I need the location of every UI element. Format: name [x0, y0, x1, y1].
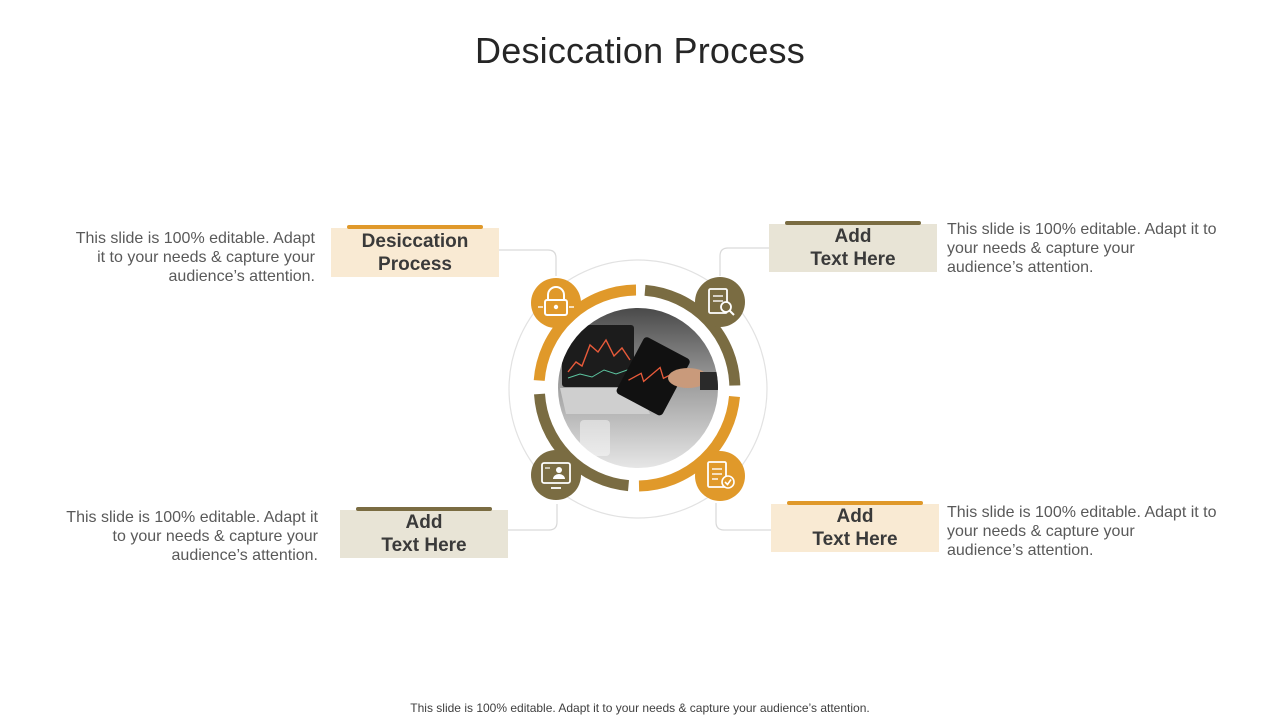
desc-line-1: This slide is 100% editable. Adapt it to [947, 504, 1217, 521]
label-bottom-right: Add Text Here [771, 501, 939, 552]
outer-ring [508, 259, 768, 519]
label-line-2: Text Here [810, 249, 896, 270]
label-accent-bar [787, 501, 923, 505]
desc-line-2: your needs & capture your [947, 523, 1135, 540]
page-title: Desiccation Process [475, 30, 805, 71]
desc-line-1: This slide is 100% editable. Adapt [75, 230, 315, 247]
label-accent-bar [785, 221, 921, 225]
desc-line-3: audience’s attention. [168, 268, 315, 285]
label-top-right: Add Text Here [769, 221, 937, 272]
label-bottom-left: Add Text Here [340, 507, 508, 558]
description-bottom-left: This slide is 100% editable. Adapt it to… [38, 508, 318, 565]
description-top-left: This slide is 100% editable. Adapt it to… [40, 229, 315, 286]
footer-note: This slide is 100% editable. Adapt it to… [410, 701, 870, 715]
label-line-2: Text Here [812, 529, 898, 550]
checklist-shield-icon [695, 451, 745, 501]
desc-line-1: This slide is 100% editable. Adapt it to [947, 221, 1217, 238]
label-line-1: Add [836, 506, 874, 527]
connector-top-right [719, 247, 769, 276]
desc-line-3: audience’s attention. [171, 547, 318, 564]
description-bottom-right: This slide is 100% editable. Adapt it to… [947, 503, 1237, 560]
label-line-1: Desiccation [361, 230, 469, 252]
connector-top-left [499, 249, 557, 276]
lock-shield-icon [531, 278, 581, 328]
monitor-user-icon [531, 450, 581, 500]
connector-bottom-left [508, 504, 558, 531]
desc-line-3: audience’s attention. [947, 259, 1094, 276]
center-photo [558, 308, 718, 468]
label-line-2: Process [378, 253, 452, 275]
label-accent-bar [347, 225, 483, 229]
desc-line-3: audience’s attention. [947, 542, 1094, 559]
desc-line-2: to your needs & capture your [112, 528, 318, 545]
description-top-right: This slide is 100% editable. Adapt it to… [947, 220, 1237, 277]
label-line-2: Text Here [381, 535, 467, 556]
label-line-1: Add [834, 226, 872, 247]
desc-line-2: your needs & capture your [947, 240, 1135, 257]
desc-line-2: it to your needs & capture your [97, 249, 315, 266]
label-top-left: Desiccation Process [331, 225, 499, 277]
document-search-icon [695, 277, 745, 327]
connector-bottom-right [715, 503, 771, 531]
label-line-1: Add [405, 512, 443, 533]
desc-line-1: This slide is 100% editable. Adapt it [66, 509, 318, 526]
label-accent-bar [356, 507, 492, 511]
